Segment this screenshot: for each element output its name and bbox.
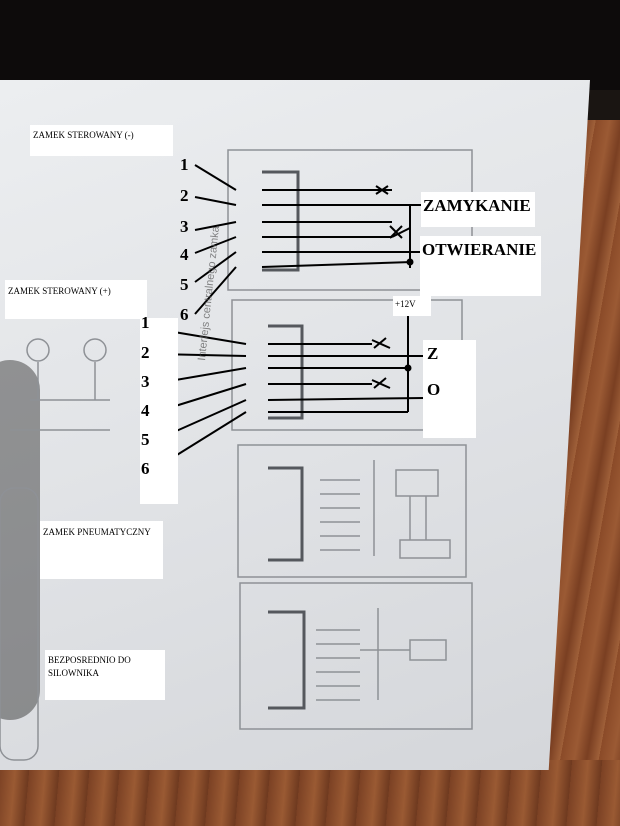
pin-line-3: [194, 221, 237, 231]
pin-number-2: 2: [180, 186, 189, 205]
dark-background: [0, 0, 620, 90]
label-zamek-minus: ZAMEK STEROWANY (-): [30, 125, 173, 156]
label-zamek-plus: ZAMEK STEROWANY (+): [5, 280, 147, 319]
pin-number-3: 3: [180, 217, 189, 236]
diagram-box-3: [237, 444, 467, 578]
label-zamek-pneumatyczny: ZAMEK PNEUMATYCZNY: [40, 521, 163, 579]
pin-number-b6: 6: [141, 459, 150, 478]
diagram-box-4: [239, 582, 473, 730]
label-zamykanie: ZAMYKANIE: [421, 192, 535, 227]
wooden-desk-bottom: [0, 760, 620, 826]
pin-number-b2: 2: [141, 343, 150, 362]
object-shadow: [0, 360, 40, 720]
label-bezposrednio: BEZPOSREDNIO DO SILOWNIKA: [45, 650, 165, 700]
pin-number-b5: 5: [141, 430, 150, 449]
pin-line-2: [194, 196, 237, 206]
pin-number-6: 6: [180, 305, 189, 324]
pin-number-b4: 4: [141, 401, 150, 420]
pin-line-4: [194, 236, 237, 254]
pin-number-b3: 3: [141, 372, 150, 391]
pin-number-4: 4: [180, 245, 189, 264]
label-z: Z O: [423, 340, 476, 438]
label-o-text: O: [427, 380, 441, 399]
number-strip: [140, 318, 178, 504]
pin-number-b1: 1: [141, 313, 150, 332]
label-otwieranie: OTWIERANIE: [420, 236, 541, 296]
pin-number-1: 1: [180, 155, 189, 174]
pin-line-6: [194, 266, 237, 315]
pin-number-5: 5: [180, 275, 189, 294]
pin-line-1: [194, 164, 237, 191]
label-12v: +12V: [393, 296, 431, 316]
pin-line-5: [194, 251, 237, 283]
label-z-text: Z: [427, 344, 439, 363]
